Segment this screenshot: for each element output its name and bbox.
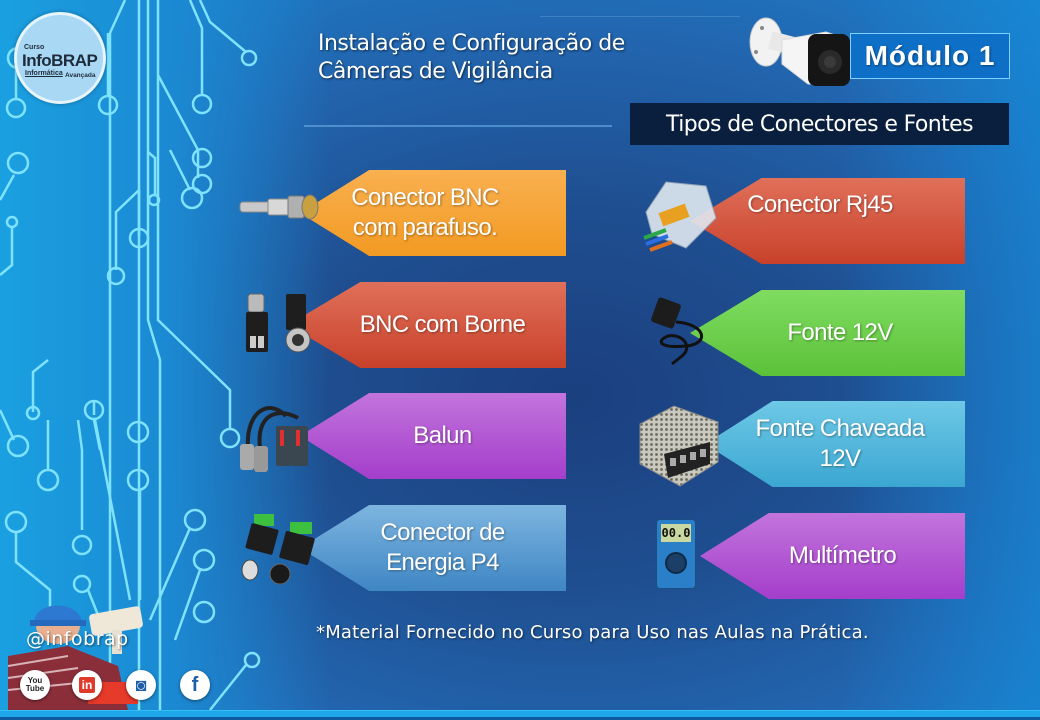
multimeter-display: 00.0 [661, 524, 691, 542]
label-line: 12V [819, 445, 862, 472]
tag-balun-label: Balun [413, 422, 472, 449]
tag-bnc-terminal-label: BNC com Borne [359, 311, 526, 338]
background-left-glow [0, 0, 330, 720]
tag-switching-supply-label: Fonte Chaveada 12V [730, 401, 950, 487]
facebook-icon: f [191, 673, 199, 696]
label-line: Conector BNC [351, 184, 499, 211]
title-line-1: Instalação e Configuração de [318, 31, 625, 56]
section-subtitle: Tipos de Conectores e Fontes [630, 103, 1009, 145]
facebook-link[interactable]: f [180, 670, 210, 700]
multimeter-dial [665, 552, 687, 574]
top-divider [540, 16, 740, 17]
bnc-terminal-connector-icon [246, 293, 311, 353]
video-balun-icon [240, 406, 308, 472]
linkedin-link[interactable]: in [72, 670, 102, 700]
power-adapter-icon [651, 297, 704, 366]
label-line: Energia P4 [386, 549, 499, 576]
page-title: Instalação e Configuração de Câmeras de … [318, 30, 625, 86]
youtube-icon: You Tube [25, 676, 45, 693]
bnc-screw-connector-icon [239, 194, 319, 220]
youtube-link[interactable]: You Tube [20, 670, 50, 700]
label-line: Conector de [380, 519, 505, 546]
label-line: com parafuso. [352, 214, 498, 241]
logo-avancada: Avançada [65, 72, 96, 79]
footnote: *Material Fornecido no Curso para Uso na… [316, 622, 869, 643]
tag-bnc-screw-label: Conector BNC com parafuso. [330, 170, 520, 256]
module-badge: Módulo 1 [850, 33, 1010, 79]
tag-multimeter-label: Multímetro [788, 542, 897, 569]
bottom-bar [0, 710, 1040, 720]
infobrap-logo: Curso InfoBRAP Informática Avançada [14, 12, 106, 104]
tag-rj45-label: Conector Rj45 [747, 191, 893, 218]
logo-curso: Curso [24, 44, 45, 51]
rj45-connector-icon [643, 181, 717, 252]
title-divider [304, 125, 612, 127]
logo-infobrap: InfoBRAP [22, 51, 98, 70]
p4-power-connector-icon [241, 514, 315, 585]
instagram-link[interactable]: ◙ [126, 670, 156, 700]
security-camera-icon [749, 17, 850, 86]
instagram-icon: ◙ [135, 674, 147, 695]
switching-power-supply-icon [639, 405, 719, 487]
social-handle[interactable]: @infobrap [26, 628, 129, 650]
tag-power-adapter-label: Fonte 12V [787, 319, 893, 346]
linkedin-icon: in [78, 677, 96, 693]
logo-informatica: Informática [25, 70, 63, 77]
label-line: Fonte Chaveada [755, 415, 925, 442]
title-line-2: Câmeras de Vigilância [318, 59, 553, 84]
multimeter-icon: 00.0 [656, 519, 696, 589]
circuit-decoration [0, 0, 261, 720]
tag-p4-connector-label: Conector de Energia P4 [330, 505, 555, 591]
